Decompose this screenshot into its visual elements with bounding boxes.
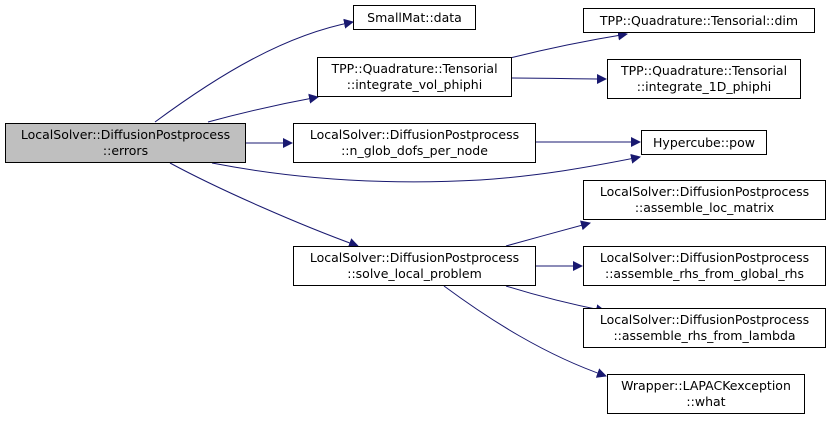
node-assemble-rhs-global-line1: LocalSolver::DiffusionPostprocess xyxy=(599,250,810,265)
node-assemble-loc-line2: ::assemble_loc_matrix xyxy=(634,200,775,215)
node-errors-line2: ::errors xyxy=(102,143,149,158)
node-n-glob-dofs-line1: LocalSolver::DiffusionPostprocess xyxy=(309,127,520,142)
edge-root-smallmat-data xyxy=(154,18,354,123)
edge-root-hypercube-pow xyxy=(211,153,641,183)
node-smallmat-data[interactable]: SmallMat::data xyxy=(353,5,476,30)
node-lapack-what-line2: ::what xyxy=(686,394,726,409)
node-assemble-rhs-from-lambda[interactable]: LocalSolver::DiffusionPostprocess ::asse… xyxy=(583,308,826,348)
node-n-glob-dofs-line2: ::n_glob_dofs_per_node xyxy=(341,143,488,158)
node-tensorial-vol-line2: ::integrate_vol_phiphi xyxy=(346,77,483,92)
edge-root-solve-local xyxy=(169,162,359,248)
node-assemble-rhs-global-line2: ::assemble_rhs_from_global_rhs xyxy=(605,266,804,281)
node-hypercube-pow-label: Hypercube::pow xyxy=(653,134,755,150)
node-solve-local-line2: ::solve_local_problem xyxy=(347,266,482,281)
node-assemble-rhs-lambda-line2: ::assemble_rhs_from_lambda xyxy=(613,328,796,343)
edge-solve-local-lapack-what xyxy=(443,285,607,378)
node-tensorial-1d-line1: TPP::Quadrature::Tensorial xyxy=(620,63,788,78)
node-tensorial-1d-line2: ::integrate_1D_phiphi xyxy=(636,79,772,94)
node-assemble-loc-matrix[interactable]: LocalSolver::DiffusionPostprocess ::asse… xyxy=(583,180,826,220)
node-tensorial-integrate-1d-phiphi[interactable]: TPP::Quadrature::Tensorial ::integrate_1… xyxy=(607,59,801,99)
node-n-glob-dofs-per-node[interactable]: LocalSolver::DiffusionPostprocess ::n_gl… xyxy=(293,123,536,163)
node-hypercube-pow[interactable]: Hypercube::pow xyxy=(641,130,767,155)
node-solve-local-line1: LocalSolver::DiffusionPostprocess xyxy=(309,250,520,265)
node-assemble-rhs-from-global-rhs[interactable]: LocalSolver::DiffusionPostprocess ::asse… xyxy=(583,246,826,286)
edge-tensorial-vol-tensorial-dim xyxy=(509,30,628,59)
node-errors: LocalSolver::DiffusionPostprocess ::erro… xyxy=(5,123,246,163)
node-tensorial-dim[interactable]: TPP::Quadrature::Tensorial::dim xyxy=(583,8,815,33)
node-assemble-rhs-lambda-line1: LocalSolver::DiffusionPostprocess xyxy=(599,312,810,327)
edge-root-tensorial-vol xyxy=(207,93,319,123)
node-smallmat-data-label: SmallMat::data xyxy=(367,9,462,25)
node-lapack-exception-what[interactable]: Wrapper::LAPACKexception ::what xyxy=(607,374,805,414)
node-tensorial-dim-label: TPP::Quadrature::Tensorial::dim xyxy=(599,12,799,28)
edge-solve-local-assemble-loc xyxy=(505,220,591,247)
node-tensorial-vol-line1: TPP::Quadrature::Tensorial xyxy=(331,61,498,76)
node-errors-line1: LocalSolver::DiffusionPostprocess xyxy=(20,127,231,142)
node-tensorial-integrate-vol-phiphi[interactable]: TPP::Quadrature::Tensorial ::integrate_v… xyxy=(317,57,512,97)
node-lapack-what-line1: Wrapper::LAPACKexception xyxy=(621,378,791,393)
node-solve-local-problem[interactable]: LocalSolver::DiffusionPostprocess ::solv… xyxy=(293,246,536,286)
node-assemble-loc-line1: LocalSolver::DiffusionPostprocess xyxy=(599,184,810,199)
edge-tensorial-vol-tensorial-1d xyxy=(511,73,607,84)
